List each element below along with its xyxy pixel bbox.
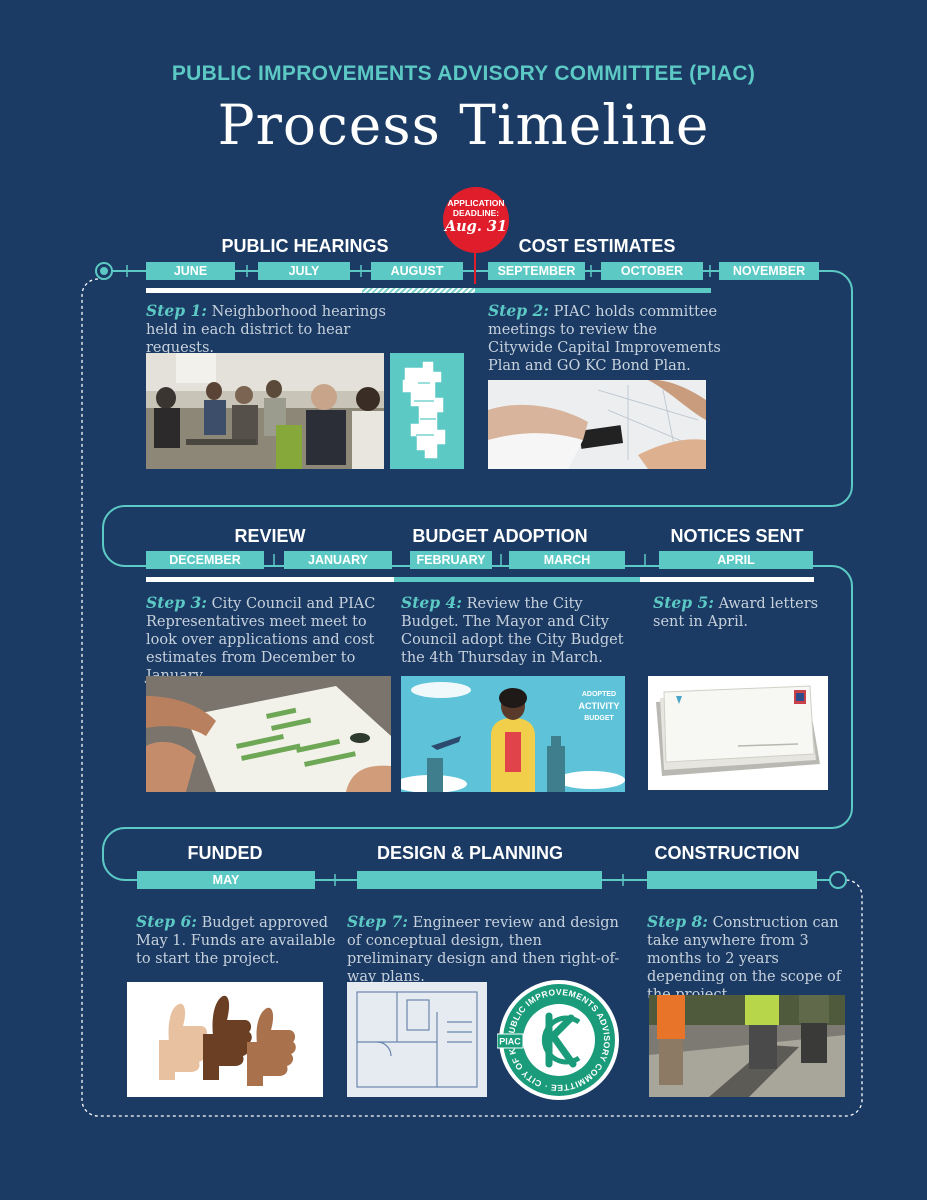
month-july: JULY — [258, 262, 350, 280]
construction-bar-label — [647, 871, 817, 889]
step-4: Step 4: Review the City Budget. The Mayo… — [401, 594, 633, 667]
step-3: Step 3: City Council and PIAC Representa… — [146, 594, 391, 685]
deadline-label-line2: DEADLINE: — [452, 208, 500, 218]
photo-reviewing-applications — [146, 676, 391, 792]
month-may: MAY — [137, 871, 315, 889]
step-3-label: Step 3: — [146, 593, 207, 612]
step-6-text: Budget approved May 1. Funds are availab… — [136, 915, 336, 967]
progress-bar-cost-estimates — [475, 288, 711, 293]
month-october: OCTOBER — [601, 262, 703, 280]
design-planning-bar-label — [357, 871, 602, 889]
step-8: Step 8: Construction can take anywhere f… — [647, 913, 852, 1004]
district-map-icon — [390, 353, 464, 469]
committee-name: PUBLIC IMPROVEMENTS ADVISORY COMMITTEE (… — [171, 62, 756, 85]
photo-cost-estimate-calculator — [488, 380, 706, 469]
photo-award-letters — [648, 676, 828, 790]
phase-budget-adoption: BUDGET ADOPTION — [412, 526, 588, 546]
progress-bar-budget-adoption — [394, 577, 640, 582]
illustration-adopted-budget: ADOPTED ACTIVITY BUDGET — [401, 676, 625, 792]
photo-neighborhood-hearing — [146, 353, 384, 469]
step-5: Step 5: Award letters sent in April. — [653, 594, 823, 631]
step-7: Step 7: Engineer review and design of co… — [347, 913, 622, 986]
phase-design-planning: DESIGN & PLANNING — [376, 843, 563, 863]
step-1-label: Step 1: — [146, 301, 207, 320]
piac-seal-logo: PUBLIC IMPROVEMENTS ADVISORY COMMITTEE ·… — [497, 978, 619, 1100]
phase-construction: CONSTRUCTION — [654, 843, 800, 863]
step-1-text: Neighborhood hearings held in each distr… — [146, 304, 386, 356]
month-june: JUNE — [146, 262, 235, 280]
month-march: MARCH — [509, 551, 625, 569]
budget-cover-line1: ADOPTED — [582, 691, 616, 698]
phase-cost-estimates: COST ESTIMATES — [518, 236, 676, 256]
progress-bar-notices-sent — [640, 577, 814, 582]
budget-cover-line2: ACTIVITY — [578, 701, 619, 711]
month-august: AUGUST — [371, 262, 463, 280]
phase-notices-sent: NOTICES SENT — [670, 526, 804, 546]
step-6-label: Step 6: — [136, 912, 197, 931]
month-september: SEPTEMBER — [488, 262, 585, 280]
step-4-label: Step 4: — [401, 593, 462, 612]
budget-cover-line3: BUDGET — [584, 715, 614, 722]
step-5-text: Award letters sent in April. — [653, 596, 819, 630]
progress-bar-transition — [362, 288, 475, 293]
step-5-label: Step 5: — [653, 593, 714, 612]
seal-badge: PIAC — [499, 1037, 521, 1047]
month-april: APRIL — [659, 551, 813, 569]
phase-public-hearings: PUBLIC HEARINGS — [221, 236, 389, 256]
phase-funded: FUNDED — [187, 843, 263, 863]
step-8-label: Step 8: — [647, 912, 708, 931]
step-1: Step 1: Neighborhood hearings held in ea… — [146, 302, 416, 357]
month-november: NOVEMBER — [719, 262, 819, 280]
application-deadline-badge: APPLICATION DEADLINE: Aug. 31 — [443, 187, 509, 253]
progress-bar-review — [146, 577, 394, 582]
page-title: Process Timeline — [217, 93, 710, 157]
photo-construction — [649, 995, 845, 1097]
photo-thumbs-up — [127, 982, 323, 1097]
step-7-text: Engineer review and design of conceptual… — [347, 915, 620, 985]
step-3-text: City Council and PIAC Representatives me… — [146, 596, 376, 684]
month-january: JANUARY — [284, 551, 392, 569]
deadline-date: Aug. 31 — [444, 218, 508, 235]
step-2: Step 2: PIAC holds committee meetings to… — [488, 302, 723, 375]
step-7-label: Step 7: — [347, 912, 408, 931]
month-february: FEBRUARY — [410, 551, 492, 569]
step-6: Step 6: Budget approved May 1. Funds are… — [136, 913, 336, 968]
step-2-text: PIAC holds committee meetings to review … — [488, 304, 721, 374]
step-4-text: Review the City Budget. The Mayor and Ci… — [401, 596, 624, 666]
progress-bar-public-hearings — [146, 288, 362, 293]
deadline-label-line1: APPLICATION — [447, 198, 505, 208]
month-december: DECEMBER — [146, 551, 264, 569]
step-2-label: Step 2: — [488, 301, 549, 320]
phase-review: REVIEW — [234, 526, 306, 546]
photo-blueprint — [347, 982, 487, 1097]
